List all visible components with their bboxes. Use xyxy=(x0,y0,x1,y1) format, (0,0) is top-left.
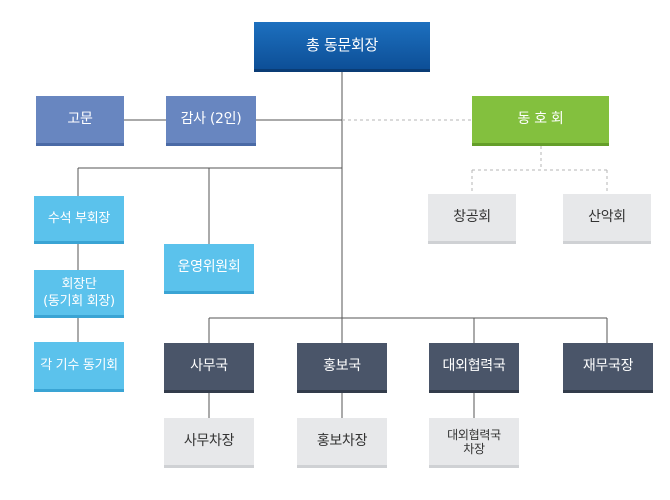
senior-vp-label: 수석 부회장 xyxy=(47,211,111,226)
club-label: 동 호 회 xyxy=(517,111,564,127)
auditor-label: 감사 (2인) xyxy=(180,111,242,127)
class-groups-box: 각 기수 동기회 xyxy=(34,342,124,392)
auditor-box: 감사 (2인) xyxy=(166,96,256,146)
council-label-line1: 회장단 xyxy=(61,276,97,292)
deputy-pr-box: 홍보차장 xyxy=(297,418,387,468)
dept-finance-box: 재무국장 xyxy=(563,343,653,393)
dept-external-label: 대외협력국 xyxy=(442,358,506,374)
deputy-external-box: 대외협력국 차장 xyxy=(429,418,519,468)
deputy-external-label-line2: 차장 xyxy=(463,441,485,456)
dept-admin-box: 사무국 xyxy=(164,343,254,393)
senior-vp-box: 수석 부회장 xyxy=(34,196,124,244)
deputy-admin-box: 사무차장 xyxy=(164,418,254,468)
advisor-label: 고문 xyxy=(67,111,93,127)
class-groups-label: 각 기수 동기회 xyxy=(40,358,118,373)
steering-committee-label: 운영위원회 xyxy=(177,259,241,275)
president-box: 총 동문회장 xyxy=(254,22,430,72)
club-changgong-box: 창공회 xyxy=(428,194,516,244)
deputy-external-label-line1: 대외협력국 xyxy=(447,427,501,442)
club-box: 동 호 회 xyxy=(472,96,609,146)
council-label-line2: (동기회 회장) xyxy=(43,293,115,309)
deputy-pr-label: 홍보차장 xyxy=(316,433,368,449)
club-sanak-label: 산악회 xyxy=(588,209,626,225)
dept-finance-label: 재무국장 xyxy=(582,358,634,374)
dept-pr-label: 홍보국 xyxy=(323,358,361,374)
advisor-box: 고문 xyxy=(36,96,124,146)
deputy-admin-label: 사무차장 xyxy=(183,433,235,449)
dept-admin-label: 사무국 xyxy=(190,358,228,374)
steering-committee-box: 운영위원회 xyxy=(164,244,254,294)
president-label: 총 동문회장 xyxy=(306,36,378,54)
dept-pr-box: 홍보국 xyxy=(297,343,387,393)
dept-external-box: 대외협력국 xyxy=(429,343,519,393)
club-sanak-box: 산악회 xyxy=(563,194,651,244)
council-box: 회장단 (동기회 회장) xyxy=(34,270,124,318)
club-changgong-label: 창공회 xyxy=(453,209,491,225)
